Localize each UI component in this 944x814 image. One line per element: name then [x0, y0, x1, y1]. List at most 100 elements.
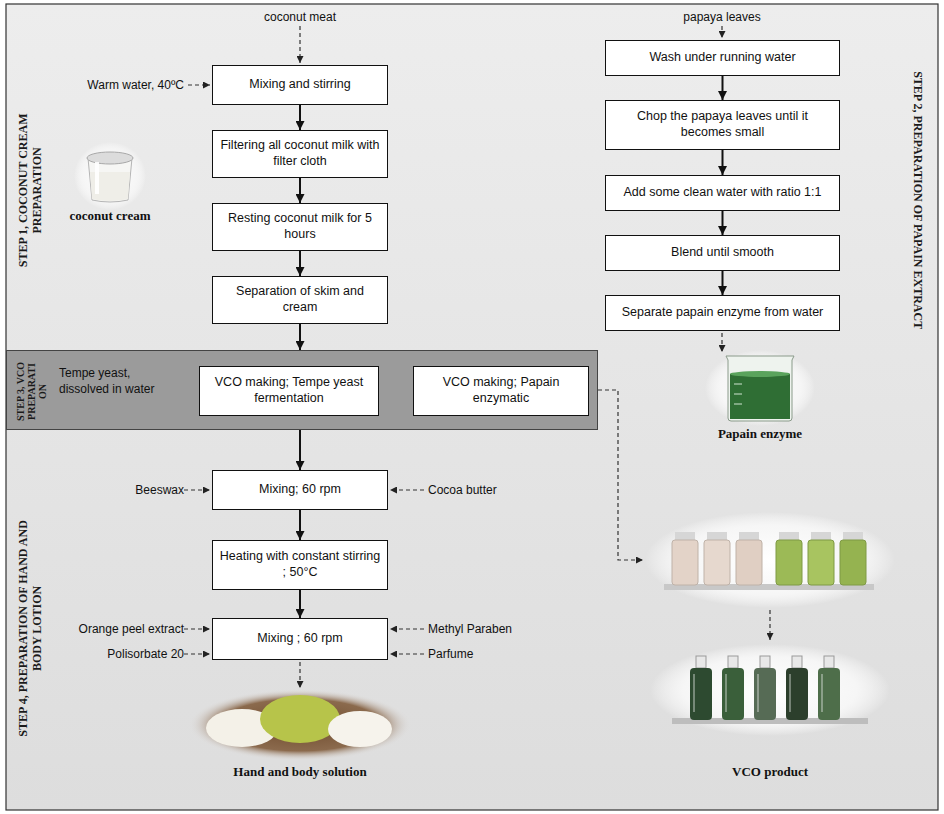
- flow-arrow: [299, 251, 301, 276]
- input-leader: [184, 653, 210, 654]
- jar-body: [88, 158, 132, 202]
- box-text: Mixing ; 60 rpm: [257, 631, 342, 647]
- jar: [672, 540, 698, 585]
- box-text: Mixing; 60 rpm: [259, 482, 341, 498]
- lotion-blob: [260, 695, 340, 743]
- input-label-text: Parfume: [428, 646, 568, 662]
- process-box: Blend until smooth: [605, 235, 840, 271]
- image-caption: Hand and body solution: [180, 764, 420, 780]
- step-label-text: STEP 1, COCONUT CREAM PREPARATION: [16, 85, 45, 295]
- flow-arrow: [722, 150, 724, 175]
- box-text-group: Heating with constant stirring ; 50°C: [219, 549, 381, 580]
- step-label-text: STEP 2, PREPARATION OF PAPAIN EXTRACT: [911, 20, 925, 380]
- process-box: Resting coconut milk for 5 hours: [212, 203, 388, 251]
- input-label-text: Methyl Paraben: [428, 621, 568, 637]
- box-text-group: Separate papain enzyme from water: [622, 305, 824, 321]
- box-text-group: Blend until smooth: [671, 245, 774, 261]
- bottle-neck: [728, 656, 738, 668]
- input-label-text: papaya leaves: [652, 9, 792, 25]
- input-label: Tempe yeast, dissolved in water: [59, 365, 159, 397]
- input-label: Cocoa butter: [428, 482, 568, 498]
- beaker-liquid: [730, 374, 790, 419]
- box-text-group: Wash under running water: [649, 50, 795, 66]
- box-text: Separation of skim and cream: [219, 284, 381, 315]
- input-leader: [721, 26, 722, 38]
- jar: [808, 540, 834, 585]
- input-leader: [390, 628, 424, 629]
- image-caption: VCO product: [690, 764, 850, 780]
- input-label: Parfume: [428, 646, 568, 662]
- flow-arrow: [299, 510, 301, 540]
- input-label-text: Polisorbate 20: [40, 646, 184, 662]
- jar-cap: [843, 532, 863, 540]
- bottle-neck: [760, 656, 770, 668]
- input-label-text: Cocoa butter: [428, 482, 568, 498]
- step-label: STEP 1, COCONUT CREAM PREPARATION: [16, 85, 45, 295]
- box-text-group: VCO making; Tempe yeast fermentation: [206, 375, 372, 406]
- image-caption-text: coconut cream: [40, 208, 180, 224]
- photo-halo: [74, 142, 146, 210]
- box-text: Resting coconut milk for 5 hours: [219, 211, 381, 242]
- output-leader: [598, 390, 643, 560]
- step-label: STEP 3, VCO PREPARATI ON: [15, 354, 48, 428]
- image-caption-text: Papain enzyme: [680, 426, 840, 442]
- box-text: VCO making; Tempe yeast fermentation: [206, 375, 372, 406]
- box-text: Filtering all coconut milk with filter c…: [219, 138, 381, 169]
- input-label-text: Beeswax: [40, 482, 184, 498]
- process-box: VCO making; Tempe yeast fermentation: [199, 366, 379, 416]
- box-text-group: Mixing; 60 rpm: [259, 482, 341, 498]
- bottle-neck: [792, 656, 802, 668]
- input-label: Polisorbate 20: [40, 646, 184, 662]
- jar: [776, 540, 802, 585]
- input-label-text: coconut meat: [230, 9, 370, 25]
- box-text: VCO making; Papain enzymatic: [420, 375, 582, 406]
- input-label: papaya leaves: [652, 9, 792, 25]
- box-text: Heating with constant stirring ; 50°C: [219, 549, 381, 580]
- output-leader: [299, 662, 300, 688]
- box-text-group: Add some clean water with ratio 1:1: [623, 185, 821, 201]
- beaker-liquid-top: [730, 371, 790, 377]
- input-label: Methyl Paraben: [428, 621, 568, 637]
- process-box: Chop the papaya leaves until it becomes …: [605, 100, 840, 150]
- jar-cap: [811, 532, 831, 540]
- jar: [704, 540, 730, 585]
- process-box: Mixing; 60 rpm: [212, 470, 388, 510]
- process-band: STEP 3, VCO PREPARATI ON Tempe yeast, dis…: [6, 350, 598, 430]
- image-caption-text: VCO product: [690, 764, 850, 780]
- step-label-text: STEP 4, PREPARATION OF HAND AND BODY LOT…: [16, 503, 45, 753]
- box-text-group: Mixing ; 60 rpm: [257, 631, 342, 647]
- process-box: Separation of skim and cream: [212, 276, 388, 324]
- box-text-group: Chop the papaya leaves until it becomes …: [612, 109, 833, 140]
- flow-arrow: [299, 324, 301, 350]
- box-text-group: Filtering all coconut milk with filter c…: [219, 138, 381, 169]
- process-box: Mixing ; 60 rpm: [212, 618, 388, 660]
- process-box: Separate papain enzyme from water: [605, 295, 840, 331]
- output-leader: [721, 333, 722, 352]
- box-text: Mixing and stirring: [249, 77, 350, 93]
- box-text-group: VCO making; Papain enzymatic: [420, 375, 582, 406]
- process-box: Mixing and stirring: [212, 65, 388, 105]
- photo-halo: [645, 512, 895, 608]
- input-label: Orange peel extract: [40, 621, 184, 637]
- flow-arrow: [299, 430, 301, 470]
- box-text: Blend until smooth: [671, 245, 774, 261]
- box-text: Add some clean water with ratio 1:1: [623, 185, 821, 201]
- bottle-neck: [824, 656, 834, 668]
- process-box: VCO making; Papain enzymatic: [413, 366, 589, 416]
- jar-cap: [707, 532, 727, 540]
- photo-halo: [650, 644, 890, 736]
- flow-arrow: [722, 211, 724, 235]
- box-text-group: Separation of skim and cream: [219, 284, 381, 315]
- input-label: Warm water, 40ºC: [40, 77, 184, 93]
- lotion-photo: [188, 689, 412, 761]
- vco-jars-photo: [645, 512, 895, 608]
- image-caption-text: Hand and body solution: [180, 764, 420, 780]
- flow-arrow: [299, 590, 301, 618]
- jar: [840, 540, 866, 585]
- box-text: Wash under running water: [649, 50, 795, 66]
- jar: [736, 540, 762, 585]
- step-label: STEP 2, PREPARATION OF PAPAIN EXTRACT: [911, 20, 925, 380]
- jar-lid: [87, 152, 133, 164]
- box-text: Separate papain enzyme from water: [622, 305, 824, 321]
- jar-cap: [675, 532, 695, 540]
